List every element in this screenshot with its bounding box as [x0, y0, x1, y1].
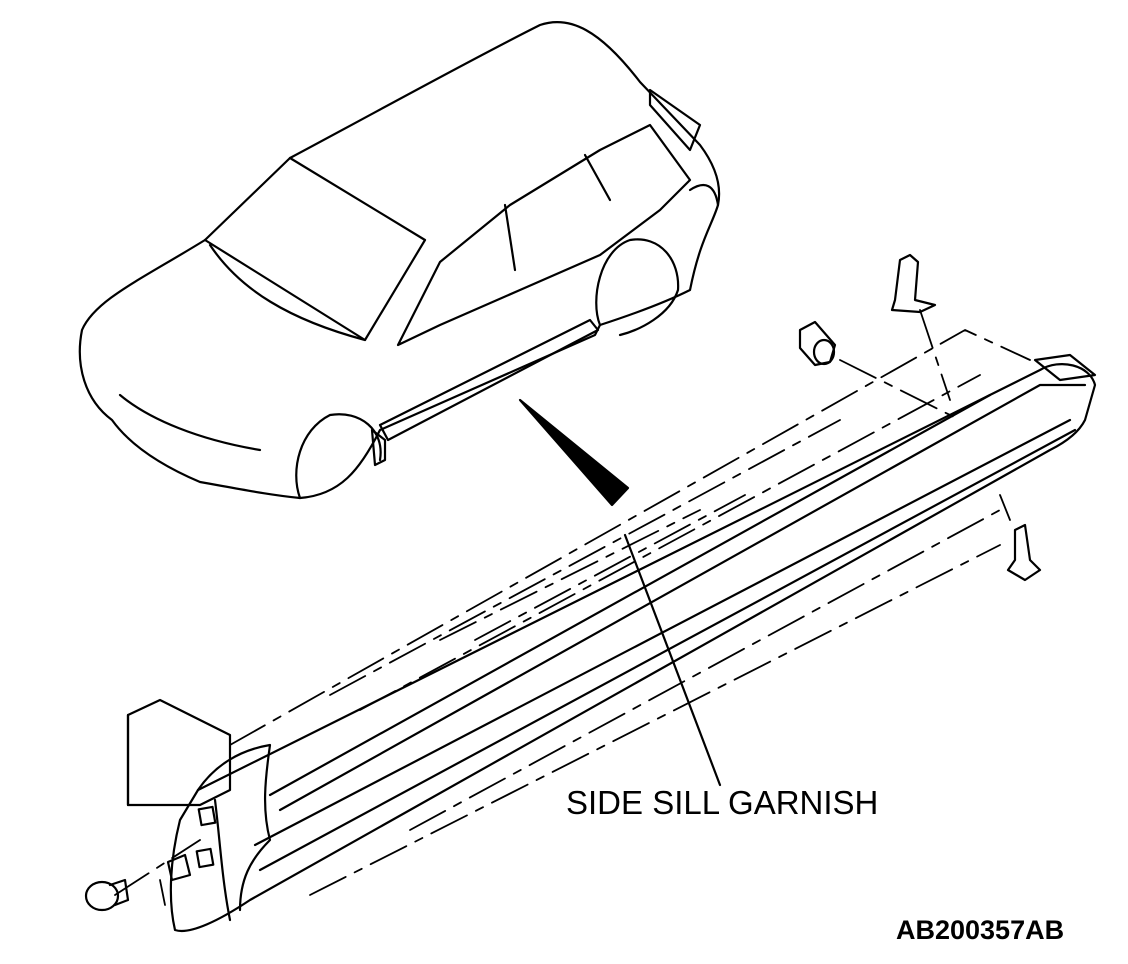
part-label: SIDE SILL GARNISH: [566, 784, 879, 821]
assembly-guides: [114, 309, 1031, 906]
screw-fastener: [1006, 523, 1042, 582]
leader-line: [623, 533, 722, 787]
side-sill-garnish: [126, 353, 1097, 933]
clip-fastener-3: [84, 878, 130, 912]
clip-fastener-1: [798, 320, 837, 367]
clip-fastener-2: [890, 253, 937, 314]
vehicle-illustration: [78, 21, 721, 500]
pointer-arrow: [518, 398, 630, 507]
figure-code: AB200357AB: [896, 915, 1065, 945]
